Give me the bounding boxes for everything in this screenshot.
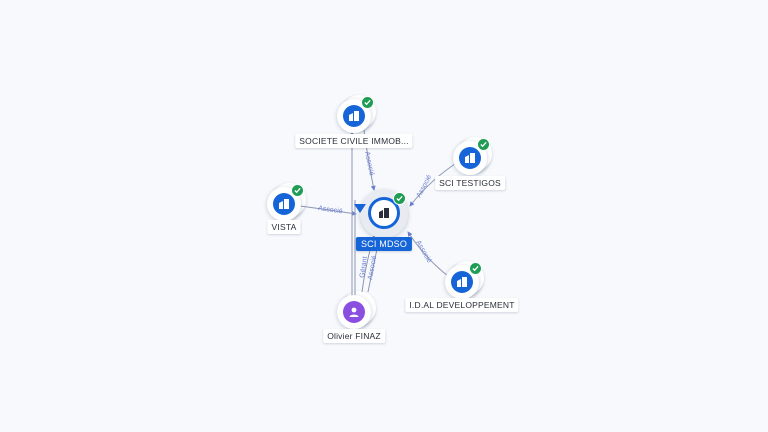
edge-label-idal: Associé xyxy=(414,240,432,265)
building-icon xyxy=(459,147,481,169)
node-label: SCI TESTIGOS xyxy=(435,176,505,190)
edge-label-societe: Associé xyxy=(363,151,375,177)
node-disc xyxy=(267,183,306,221)
building-icon xyxy=(451,271,473,293)
verified-check-icon xyxy=(361,96,374,109)
verified-check-icon xyxy=(393,192,406,205)
edge-label-testigos: Associé xyxy=(416,174,434,199)
center-label: SCI MDSO xyxy=(355,237,413,251)
node-label: Olivier FINAZ xyxy=(323,329,385,343)
edge-label-olivier-gerant: Gérant xyxy=(359,256,369,278)
verified-check-icon xyxy=(477,138,490,151)
node-disc xyxy=(445,261,484,299)
person-icon xyxy=(343,301,365,323)
center-disc xyxy=(354,190,408,238)
node-disc xyxy=(337,291,376,329)
edge-testigos xyxy=(409,161,459,207)
building-icon xyxy=(343,105,365,127)
node-label: SOCIETE CIVILE IMMOB... xyxy=(295,134,413,148)
node-label: I.D.AL DEVELOPPEMENT xyxy=(405,298,519,312)
edge-label-vista: Associé xyxy=(318,205,343,215)
building-icon xyxy=(273,193,295,215)
verified-check-icon xyxy=(469,262,482,275)
node-disc xyxy=(337,95,376,133)
edge-idal xyxy=(407,231,449,277)
node-disc xyxy=(453,137,492,175)
verified-check-icon xyxy=(291,184,304,197)
node-label: VISTA xyxy=(267,220,301,234)
pin-marker-icon xyxy=(354,204,366,213)
edge-label-olivier-associe: Associé xyxy=(367,255,378,280)
